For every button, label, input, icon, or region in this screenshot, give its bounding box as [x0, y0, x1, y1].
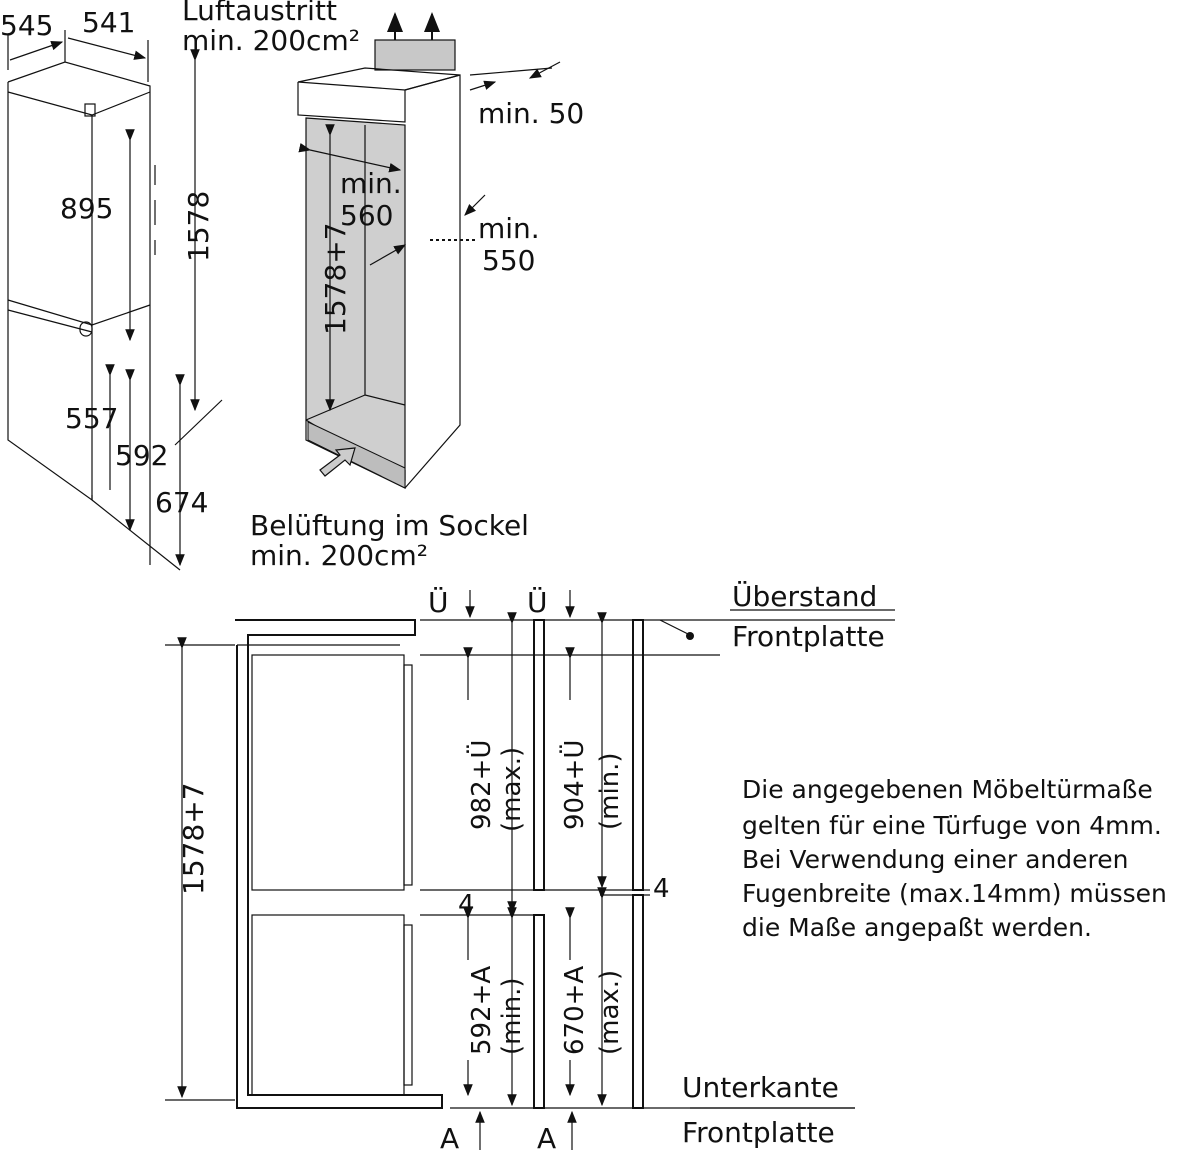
niche-height: 1578+7 [319, 222, 352, 335]
lower-door-max: 670+A [560, 966, 590, 1055]
upper-door-max-note: (max.) [497, 747, 527, 832]
upper-door-max: 982+Ü [465, 740, 497, 830]
appliance-drawing [7, 30, 223, 571]
lower-door-min-note: (min.) [497, 977, 527, 1055]
note-text: Die angegebenen Möbeltürmaße gelten für … [742, 775, 1167, 942]
overhang-u-left: Ü [428, 585, 449, 619]
dim-depth-545: 545 [0, 9, 53, 42]
upper-door-min-note: (min.) [595, 752, 625, 830]
lower-door-max-note: (max.) [595, 970, 625, 1055]
upper-door-min: 904+Ü [558, 740, 590, 830]
air-outlet-area: min. 200cm² [182, 24, 360, 57]
a-right: A [537, 1122, 556, 1155]
niche-depth-min-label: min. [478, 212, 540, 245]
niche-width-min-label: min. [340, 167, 402, 200]
overhang-u-right: Ü [527, 585, 548, 619]
bottom-edge-label: Unterkante [682, 1071, 839, 1104]
door-section-drawing [165, 590, 895, 1150]
niche-height-bottom: 1578+7 [177, 782, 210, 895]
bottom-edge-sub: Frontplatte [682, 1116, 835, 1149]
niche-depth-min-value: 550 [482, 244, 535, 277]
dim-height-592: 592 [115, 439, 168, 472]
lower-door-min: 592+A [467, 966, 497, 1055]
note-line: die Maße angepaßt werden. [742, 913, 1092, 942]
a-left: A [440, 1122, 459, 1155]
dim-height-895: 895 [60, 192, 113, 225]
ventilation-label: Belüftung im Sockel [250, 509, 529, 542]
note-line: Bei Verwendung einer anderen [742, 845, 1128, 874]
dim-width-541: 541 [82, 6, 135, 39]
note-line: Fugenbreite (max.14mm) müssen [742, 879, 1167, 908]
door-gap-right: 4 [653, 874, 670, 904]
door-gap-left: 4 [458, 890, 475, 920]
air-outlet-label: Luftaustritt [182, 0, 337, 27]
overhang-label: Überstand [732, 579, 877, 613]
dim-height-557: 557 [65, 402, 118, 435]
note-line: Die angegebenen Möbeltürmaße [742, 775, 1153, 804]
gap-min-50: min. 50 [478, 97, 584, 130]
niche-width-min-value: 560 [340, 199, 393, 232]
ventilation-area: min. 200cm² [250, 539, 428, 572]
overhang-sub: Frontplatte [732, 620, 885, 653]
note-line: gelten für eine Türfuge von 4mm. [742, 811, 1162, 840]
niche-drawing [297, 12, 561, 489]
dim-height-674: 674 [155, 486, 208, 519]
dim-height-1578: 1578 [182, 191, 215, 262]
